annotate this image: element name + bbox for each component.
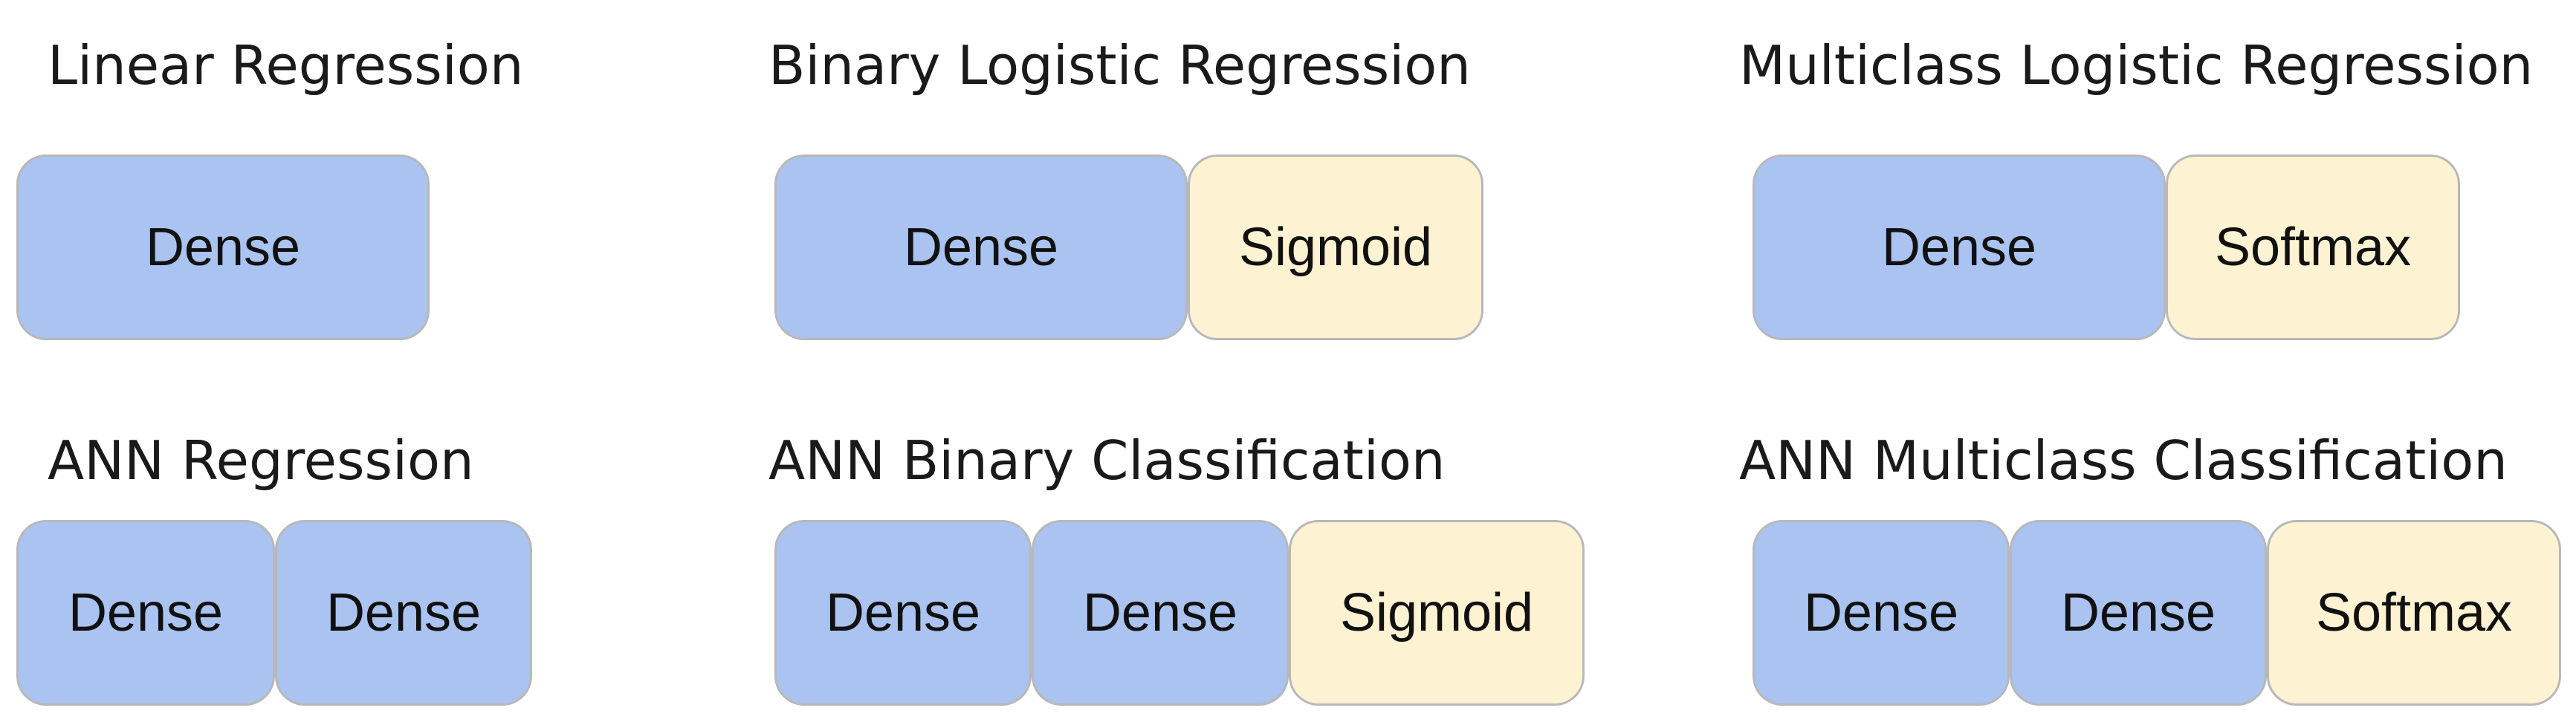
diagram-title: Multiclass Logistic Regression bbox=[1739, 34, 2534, 97]
layer-stack: Dense Sigmoid bbox=[774, 155, 1483, 340]
dense-layer-block: Dense bbox=[774, 155, 1188, 340]
layer-stack: Dense bbox=[16, 155, 430, 340]
sigmoid-layer-block: Sigmoid bbox=[1289, 520, 1585, 706]
diagram-title: ANN Multiclass Classification bbox=[1739, 429, 2508, 492]
dense-layer-block: Dense bbox=[2010, 520, 2267, 706]
dense-layer-block: Dense bbox=[774, 520, 1032, 706]
softmax-layer-block: Softmax bbox=[2166, 155, 2460, 340]
dense-layer-block: Dense bbox=[16, 520, 275, 706]
dense-layer-block: Dense bbox=[16, 155, 430, 340]
diagram-title: ANN Regression bbox=[48, 429, 474, 492]
diagram-title: Binary Logistic Regression bbox=[768, 34, 1471, 97]
dense-layer-block: Dense bbox=[1032, 520, 1289, 706]
layer-stack: Dense Dense bbox=[16, 520, 532, 706]
softmax-layer-block: Softmax bbox=[2267, 520, 2561, 706]
dense-layer-block: Dense bbox=[1753, 155, 2166, 340]
dense-layer-block: Dense bbox=[1753, 520, 2010, 706]
dense-layer-block: Dense bbox=[275, 520, 532, 706]
layer-stack: Dense Dense Sigmoid bbox=[774, 520, 1585, 706]
layer-stack: Dense Dense Softmax bbox=[1753, 520, 2561, 706]
sigmoid-layer-block: Sigmoid bbox=[1188, 155, 1483, 340]
diagram-title: ANN Binary Classification bbox=[768, 429, 1446, 492]
layer-stack: Dense Softmax bbox=[1753, 155, 2460, 340]
diagram-title: Linear Regression bbox=[48, 34, 524, 97]
